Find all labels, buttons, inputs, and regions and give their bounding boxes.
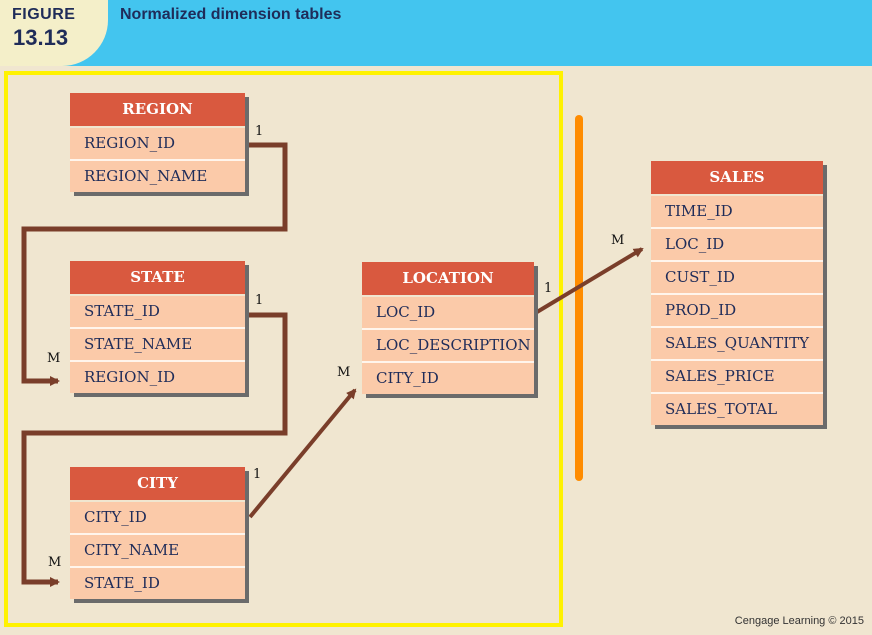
field-loc-id: LOC_ID [362,297,534,330]
cardinality-many-state: M [47,351,61,366]
table-sales-header: SALES [651,161,823,196]
cardinality-one-state: 1 [255,293,264,308]
table-city: CITY CITY_ID CITY_NAME STATE_ID [70,467,245,599]
cardinality-many-city: M [48,555,62,570]
dimension-group-outline [4,71,563,627]
cardinality-many-location: M [337,365,351,380]
field-sales-quantity: SALES_QUANTITY [651,328,823,361]
table-region: REGION REGION_ID REGION_NAME [70,93,245,192]
table-sales: SALES TIME_ID LOC_ID CUST_ID PROD_ID SAL… [651,161,823,425]
field-loc-description: LOC_DESCRIPTION [362,330,534,363]
credit-line: Cengage Learning © 2015 [734,615,864,627]
field-sales-total: SALES_TOTAL [665,400,778,418]
field-cust-id: CUST_ID [651,262,823,295]
figure-label: FIGURE [12,6,76,23]
field-region-name: REGION_NAME [84,167,208,185]
cardinality-one-region: 1 [255,124,264,139]
field-state-region-id: REGION_ID [84,368,176,386]
location-sales-connector [535,247,644,314]
cardinality-many-sales: M [611,233,625,248]
field-location-city-id: CITY_ID [376,369,439,387]
figure-tab: FIGURE 13.13 [0,0,108,66]
title-banner [0,0,872,66]
field-prod-id: PROD_ID [651,295,823,328]
figure-title: Normalized dimension tables [120,6,342,23]
field-sales-price: SALES_PRICE [651,361,823,394]
region-state-connector [21,142,288,386]
table-region-header: REGION [70,93,245,128]
table-location: LOCATION LOC_ID LOC_DESCRIPTION CITY_ID [362,262,534,394]
field-time-id: TIME_ID [651,196,823,229]
cardinality-one-location: 1 [544,281,553,296]
city-location-connector [248,388,357,519]
table-location-header: LOCATION [362,262,534,297]
state-city-connector [21,312,288,587]
field-city-state-id: STATE_ID [84,574,160,592]
fact-dimension-divider [575,115,583,481]
field-state-name: STATE_NAME [70,329,245,362]
cardinality-one-city: 1 [253,467,262,482]
field-city-id: CITY_ID [70,502,245,535]
table-state: STATE STATE_ID STATE_NAME REGION_ID [70,261,245,393]
field-region-id: REGION_ID [70,128,245,161]
field-state-id: STATE_ID [70,296,245,329]
table-state-header: STATE [70,261,245,296]
table-city-header: CITY [70,467,245,502]
field-city-name: CITY_NAME [70,535,245,568]
field-sales-loc-id: LOC_ID [651,229,823,262]
figure-number: 13.13 [13,25,69,50]
